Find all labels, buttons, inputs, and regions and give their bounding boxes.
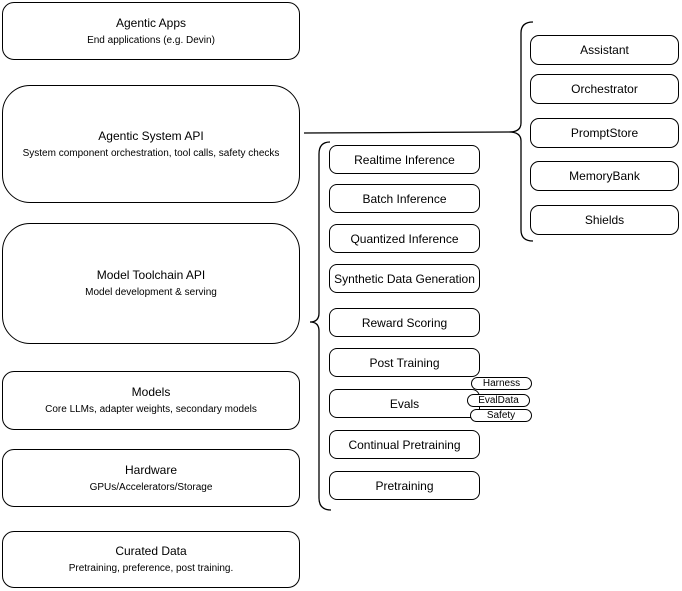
component-box-assistant: Assistant: [530, 35, 679, 65]
box-subtitle: End applications (e.g. Devin): [87, 34, 215, 46]
box-title: Hardware: [124, 462, 178, 477]
task-box-post-training: Post Training: [329, 348, 480, 377]
task-box-continual-pretraining: Continual Pretraining: [329, 430, 480, 459]
task-box-quantized-inference: Quantized Inference: [329, 224, 480, 253]
tag-pill-harness: Harness: [471, 377, 532, 390]
middle-column-brace: [309, 141, 332, 511]
box-subtitle: Core LLMs, adapter weights, secondary mo…: [45, 404, 257, 415]
box-curated-data: Curated Data Pretraining, preference, po…: [2, 531, 300, 588]
box-agentic-apps: Agentic Apps End applications (e.g. Devi…: [2, 2, 300, 60]
task-box-batch-inference: Batch Inference: [329, 184, 480, 213]
box-subtitle: Pretraining, preference, post training.: [68, 563, 234, 574]
system-api-connector-line: [303, 131, 510, 134]
component-box-shields: Shields: [530, 205, 679, 235]
box-title: Agentic System API: [98, 128, 204, 143]
component-box-orchestrator: Orchestrator: [530, 74, 679, 104]
task-box-pretraining: Pretraining: [329, 471, 480, 500]
box-agentic-system-api: Agentic System API System component orch…: [2, 85, 300, 203]
box-model-toolchain-api: Model Toolchain API Model development & …: [2, 223, 300, 344]
task-box-evals: Evals: [329, 389, 480, 418]
box-subtitle: GPUs/Accelerators/Storage: [89, 481, 213, 493]
component-box-promptstore: PromptStore: [530, 118, 679, 148]
box-models: Models Core LLMs, adapter weights, secon…: [2, 371, 300, 430]
box-hardware: Hardware GPUs/Accelerators/Storage: [2, 449, 300, 507]
component-box-memorybank: MemoryBank: [530, 161, 679, 191]
box-subtitle: Model development & serving: [85, 287, 217, 298]
task-box-reward-scoring: Reward Scoring: [329, 308, 480, 337]
task-box-synthetic-data-generation: Synthetic Data Generation: [329, 264, 480, 293]
box-title: Curated Data: [115, 544, 187, 558]
box-subtitle: System component orchestration, tool cal…: [22, 147, 280, 159]
tag-pill-evaldata: EvalData: [467, 394, 530, 407]
box-title: Model Toolchain API: [96, 268, 206, 282]
task-box-realtime-inference: Realtime Inference: [329, 145, 480, 174]
box-title: Models: [131, 385, 171, 399]
right-column-brace: [508, 21, 534, 242]
tag-pill-safety: Safety: [470, 409, 532, 422]
box-title: Agentic Apps: [115, 15, 187, 30]
